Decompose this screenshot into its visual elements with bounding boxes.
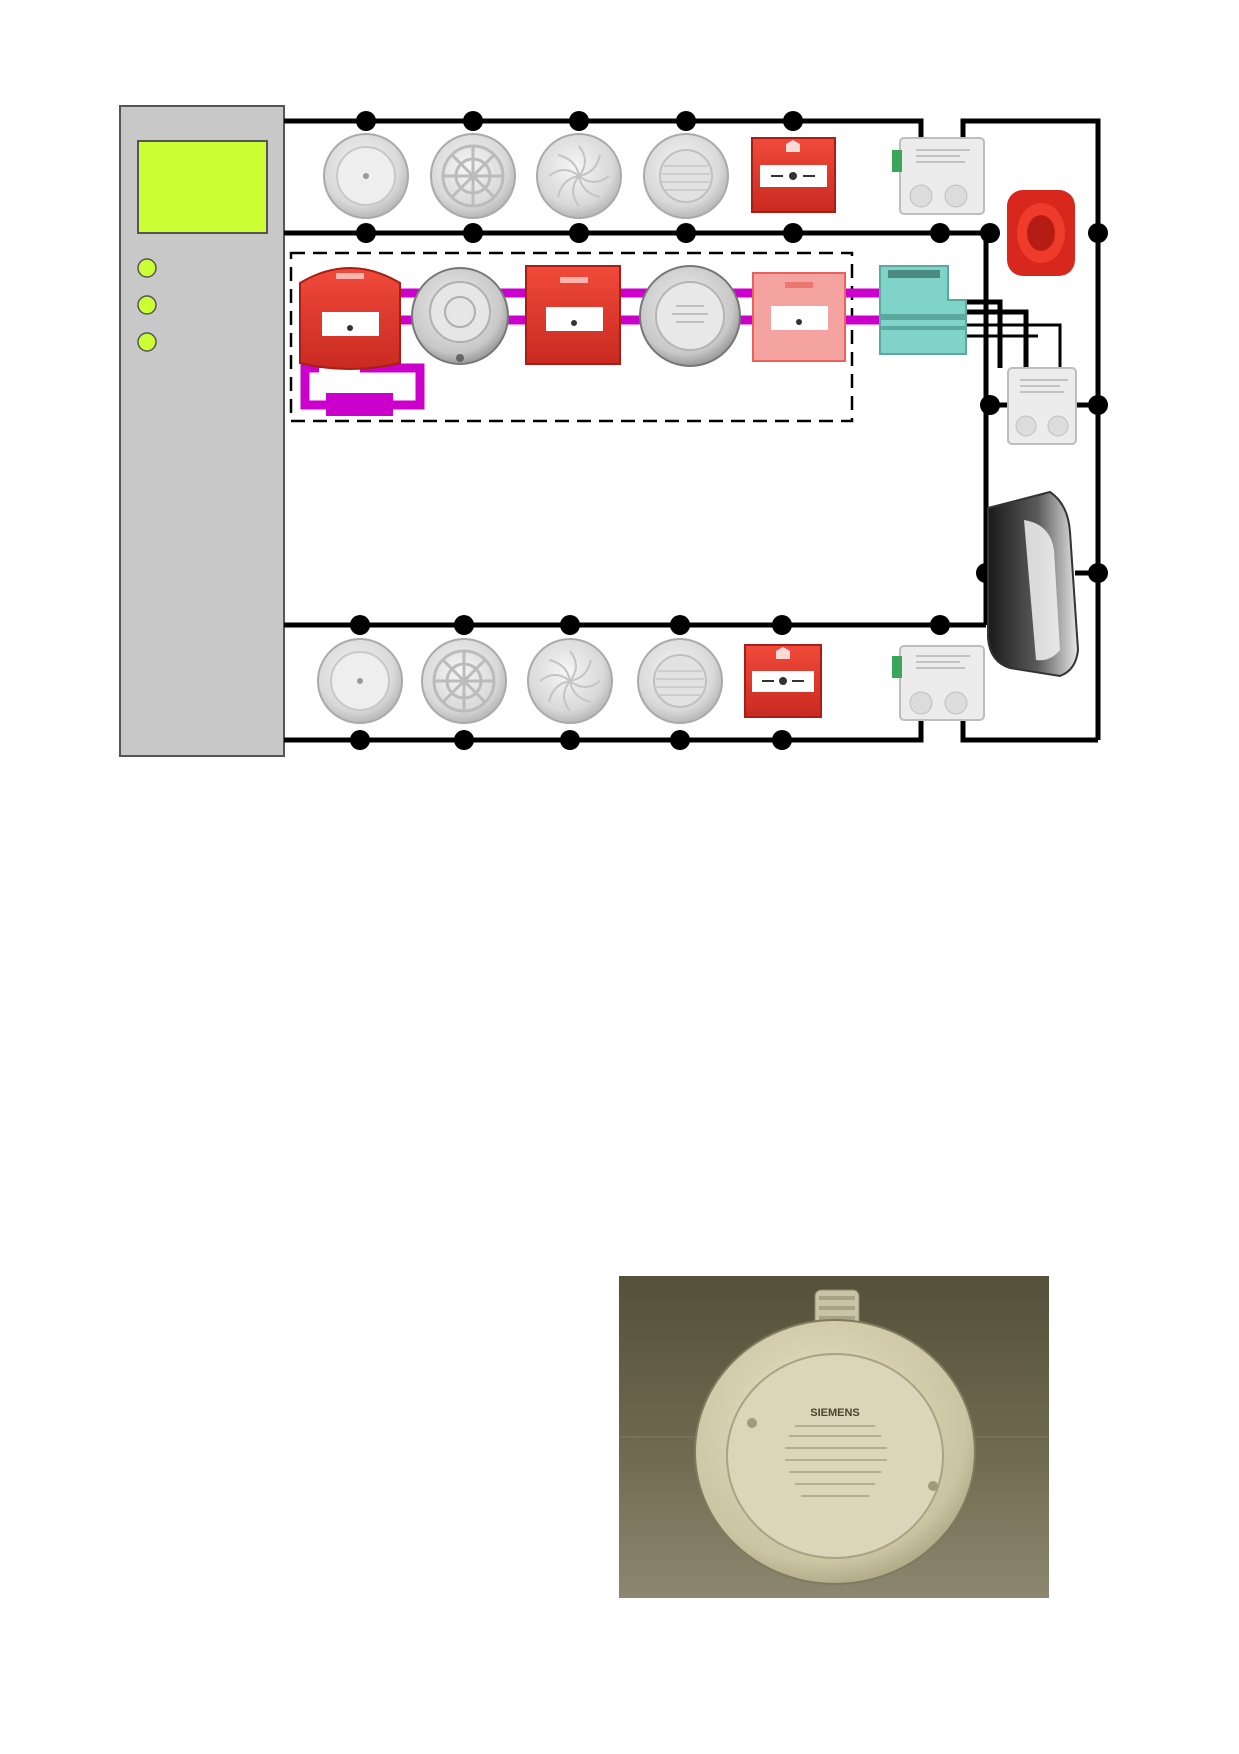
smoke-detector-icon <box>317 638 403 724</box>
manual-call-point-icon <box>751 137 836 213</box>
ex-manual-call-point-icon <box>525 265 621 365</box>
ex-detector-photo: SIEMENS <box>619 1276 1049 1598</box>
loop-bottom-devices <box>317 638 985 724</box>
control-panel <box>119 105 285 757</box>
hazardous-zone <box>289 251 880 423</box>
status-led-icon <box>137 332 157 352</box>
input-output-module-icon <box>892 645 985 721</box>
status-led-icon <box>137 295 157 315</box>
ex-manual-call-point-icon <box>752 272 846 362</box>
sounder-beacon-icon <box>987 490 1080 678</box>
ex-smoke-detector-icon <box>639 265 741 367</box>
loop-top-devices <box>323 133 985 219</box>
ex-heat-detector-icon <box>411 267 509 365</box>
input-output-module-icon <box>1007 367 1077 445</box>
smoke-detector-icon <box>323 133 409 219</box>
photo-brand-label: SIEMENS <box>810 1407 860 1419</box>
multi-sensor-detector-icon <box>527 638 613 724</box>
input-output-module-icon <box>892 137 985 215</box>
manual-call-point-icon <box>744 644 822 718</box>
alarm-sounder-icon <box>1007 190 1075 276</box>
lcd-display-icon <box>137 140 268 234</box>
ex-manual-call-point-icon <box>299 267 401 370</box>
status-led-icon <box>137 258 157 278</box>
end-of-line-resistor-icon <box>326 393 393 416</box>
isolation-barrier-icon <box>879 265 967 355</box>
barrier-feed-wiring <box>964 323 1062 368</box>
optical-detector-icon <box>637 638 723 724</box>
heat-detector-icon <box>421 638 507 724</box>
heat-detector-icon <box>430 133 516 219</box>
multi-sensor-detector-icon <box>536 133 622 219</box>
optical-detector-icon <box>643 133 729 219</box>
